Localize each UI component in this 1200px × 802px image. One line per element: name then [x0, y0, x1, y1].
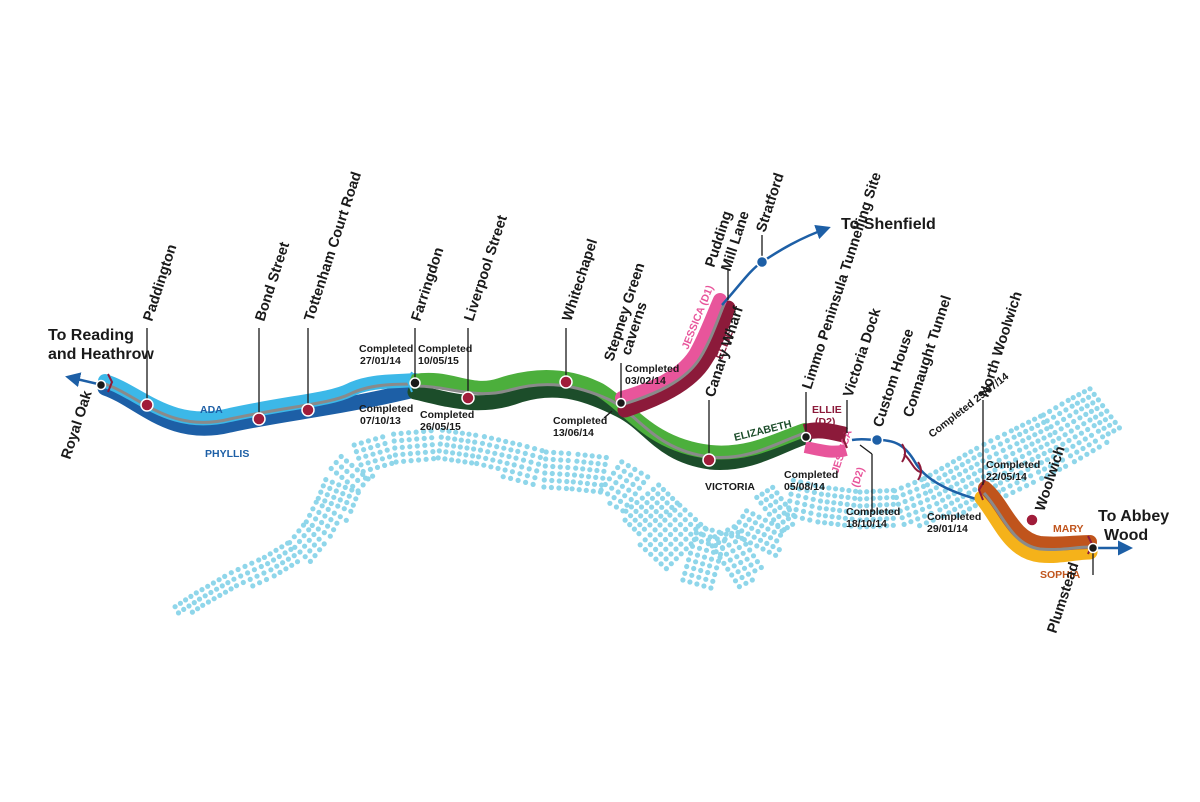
station-dot-whitechapel[interactable] — [559, 375, 573, 389]
tbm-phyllis-label: PHYLLIS — [205, 448, 249, 460]
label-limmo: Limmo Peninsula Tunnelling Site — [800, 170, 885, 391]
station-leader-lines — [146, 235, 1094, 575]
dest-abbey-wood-line1: To Abbey — [1098, 508, 1169, 525]
sophia-tunnel — [974, 490, 1098, 563]
tbm-ellie-d2-label: ELLIE(D2) — [812, 404, 842, 428]
tbm-jessica-d2-sub: (D2) — [849, 466, 867, 489]
label-royal-oak: Royal Oak — [59, 388, 96, 461]
elizabeth-tunnel — [408, 370, 812, 460]
phyllis-tunnel — [97, 380, 423, 436]
station-dot-plumstead[interactable] — [1087, 542, 1099, 554]
thames-tunnels: MARY SOPHIA — [974, 479, 1098, 581]
tbm-sophia-label: SOPHIA — [1040, 569, 1081, 581]
station-dot-tottenham[interactable] — [301, 403, 315, 417]
destination-labels: To Reading and Heathrow To Shenfield To … — [48, 216, 1169, 544]
label-liverpool: Liverpool Street — [462, 213, 511, 323]
station-dot-farringdon[interactable] — [409, 377, 421, 389]
station-dot-limmo[interactable] — [800, 431, 812, 443]
dest-reading-line1: To Reading — [48, 327, 134, 344]
station-dot-royal-oak[interactable] — [95, 379, 107, 391]
station-dot-custom-house[interactable] — [870, 433, 884, 447]
ellie-tunnel — [617, 300, 736, 418]
dest-shenfield: To Shenfield — [841, 216, 936, 233]
tbm-mary-label: MARY — [1053, 523, 1084, 535]
label-bond-street: Bond Street — [253, 240, 294, 323]
station-dot-woolwich[interactable] — [1025, 513, 1039, 527]
mary-tunnel — [978, 481, 1097, 551]
station-dot-canary[interactable] — [702, 453, 716, 467]
station-dot-paddington[interactable] — [140, 398, 154, 412]
jessica-d1-tunnel — [615, 293, 727, 405]
dest-abbey-wood-line2: Wood — [1104, 527, 1148, 544]
ellie-d2-tunnel — [802, 422, 848, 443]
tbm-victoria-label: VICTORIA — [705, 481, 755, 493]
dest-reading-line2: and Heathrow — [48, 346, 154, 363]
label-farringdon: Farringdon — [409, 246, 448, 324]
station-labels: Paddington Bond Street Tottenham Court R… — [59, 170, 1083, 635]
limmo-tunnels: ELLIE(D2) JESSICA (D2) — [802, 404, 867, 489]
reading-line — [65, 372, 99, 388]
station-markers — [95, 255, 1099, 554]
label-paddington: Paddington — [141, 242, 181, 323]
station-dot-bond-street[interactable] — [252, 412, 266, 426]
jessica-d2-tunnel — [803, 441, 848, 458]
label-whitechapel: Whitechapel — [560, 237, 602, 323]
station-dot-stepney[interactable] — [615, 397, 627, 409]
station-dot-stratford[interactable] — [755, 255, 769, 269]
label-stratford: Stratford — [754, 171, 788, 234]
station-dot-liverpool[interactable] — [461, 391, 475, 405]
note-c9: Completed 29/07/14 — [926, 370, 1011, 440]
tbm-ada-label: ADA — [200, 404, 223, 416]
connaught-surface-line — [851, 437, 981, 502]
label-victoria-dock: Victoria Dock — [841, 306, 885, 400]
label-tottenham: Tottenham Court Road — [302, 170, 365, 323]
